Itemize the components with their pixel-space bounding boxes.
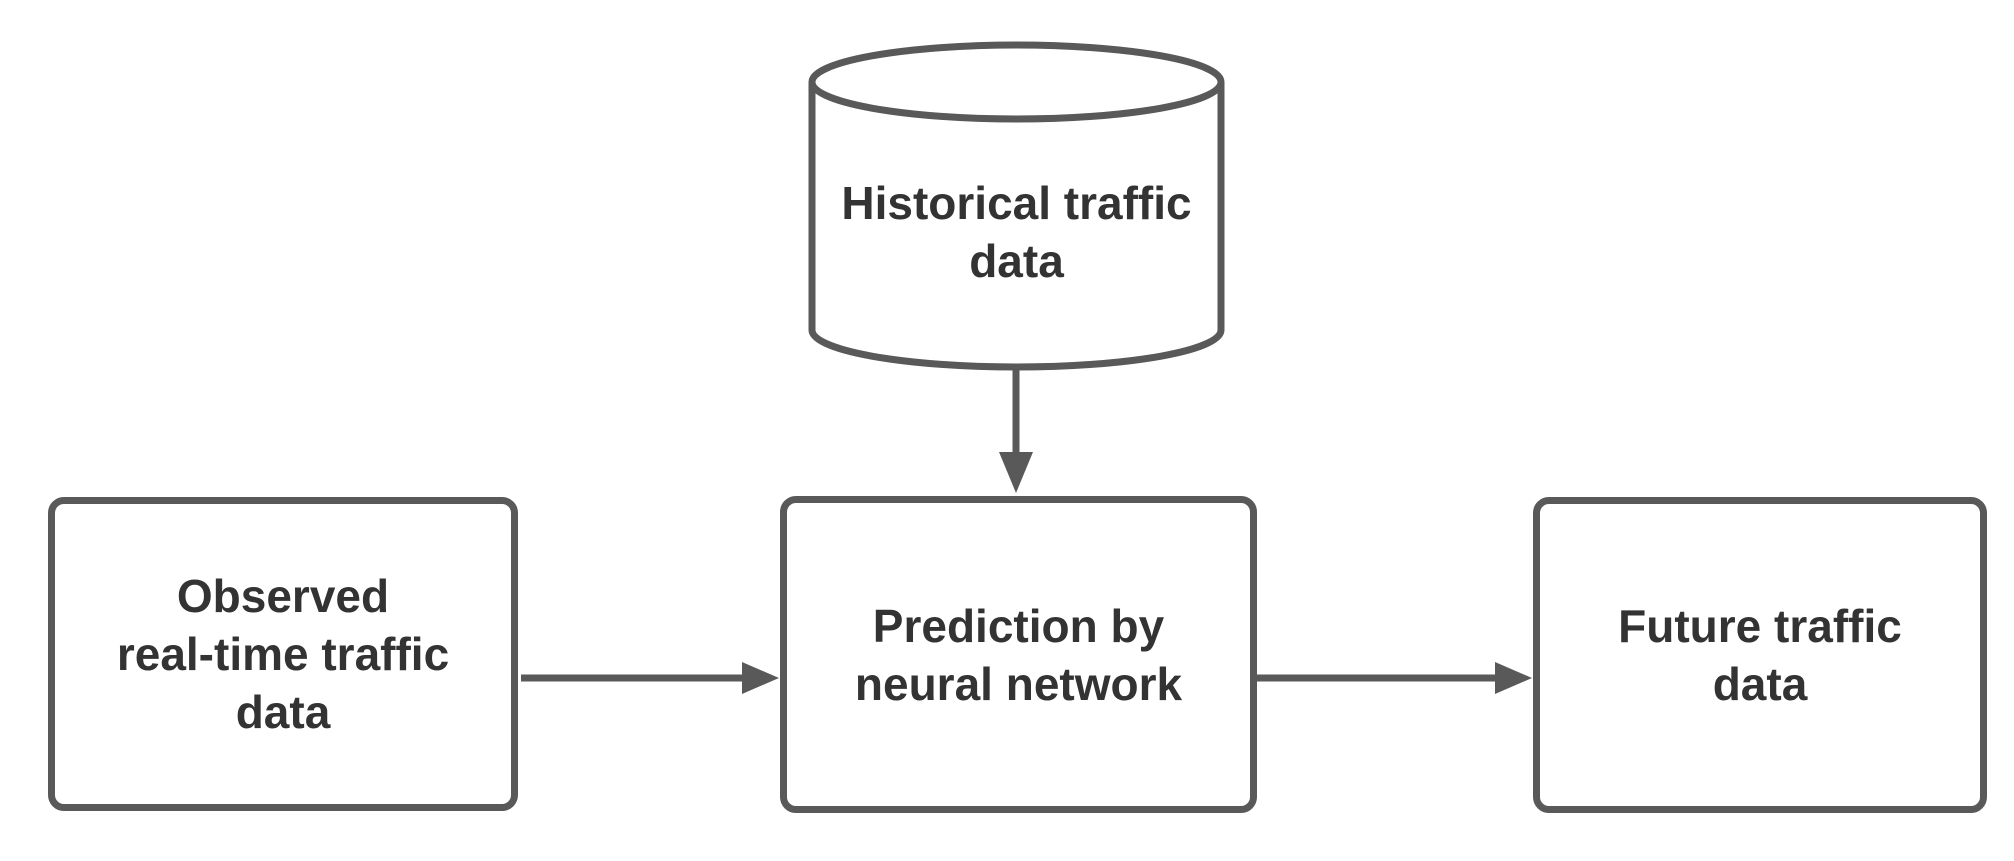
- node-label-observed: Observed real-time traffic data: [116, 570, 450, 738]
- cylinder-shape-historical-data: [808, 41, 1225, 371]
- node-observed-real-time-traffic-data: Observed real-time traffic data: [48, 497, 518, 811]
- arrow-head-down-icon: [999, 452, 1033, 493]
- arrow-head-right-icon: [1495, 662, 1532, 694]
- node-prediction-by-neural-network: Prediction by neural network: [780, 496, 1257, 813]
- node-future-traffic-data: Future traffic data: [1533, 497, 1987, 813]
- cylinder-body: [808, 82, 1225, 371]
- arrow-observed-to-prediction: [521, 662, 779, 694]
- cylinder-top-ellipse: [808, 41, 1225, 123]
- node-label-prediction: Prediction by neural network: [854, 599, 1183, 710]
- arrow-prediction-to-future: [1254, 662, 1532, 694]
- arrow-historical-to-prediction: [999, 368, 1033, 493]
- node-label-future: Future traffic data: [1618, 600, 1902, 710]
- arrow-head-right-icon: [742, 662, 779, 694]
